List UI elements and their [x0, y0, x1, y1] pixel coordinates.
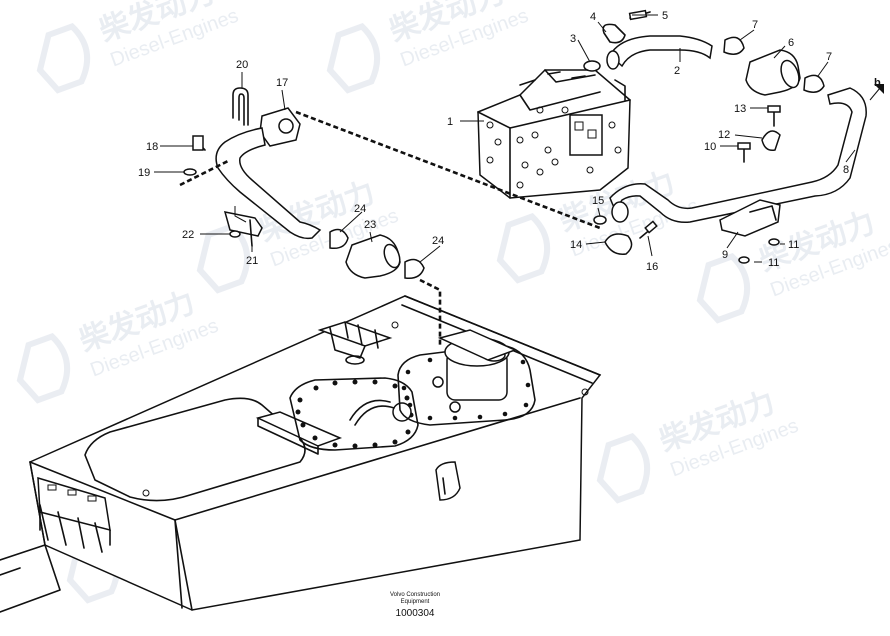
pipe-assembly-left	[183, 87, 425, 280]
callout-1: 1	[447, 116, 453, 128]
footer: Volvo Construction Equipment 1000304	[370, 592, 460, 619]
callout-5: 5	[662, 10, 668, 22]
callout-21: 21	[246, 255, 258, 267]
callout-6: 6	[788, 37, 794, 49]
callout-2: 2	[674, 65, 680, 77]
callout-20: 20	[236, 59, 248, 71]
callout-23: 23	[364, 219, 376, 231]
callout-19: 19	[138, 167, 150, 179]
callout-22: 22	[182, 229, 194, 241]
callout-3: 3	[570, 33, 576, 45]
document-number: 1000304	[395, 608, 435, 619]
leader-lines	[154, 14, 884, 263]
connection-lines	[179, 110, 601, 345]
callout-4: 4	[590, 11, 596, 23]
arrow-b-icon	[874, 84, 884, 94]
callout-b: b	[874, 77, 881, 89]
callout-24: 24	[354, 203, 366, 215]
callout-15: 15	[592, 195, 604, 207]
callout-9: 9	[722, 249, 728, 261]
callout-labels: 1 2 3 4 5 6 7 7 8 9 10 11 11 12 13 14 15…	[138, 10, 881, 273]
callout-7: 7	[826, 51, 832, 63]
callout-18: 18	[146, 141, 158, 153]
callout-8: 8	[843, 164, 849, 176]
brand-label: Volvo Construction Equipment	[389, 592, 441, 605]
callout-14: 14	[570, 239, 582, 251]
callout-12: 12	[718, 129, 730, 141]
control-valve	[477, 69, 631, 199]
callout-11: 11	[768, 257, 779, 269]
callout-16: 16	[646, 261, 658, 273]
pipe-assembly-top	[583, 9, 867, 264]
callout-24: 24	[432, 235, 444, 247]
hydraulic-tank	[0, 295, 602, 613]
callout-17: 17	[276, 77, 288, 89]
callout-10: 10	[704, 141, 716, 153]
callout-7: 7	[752, 19, 758, 31]
callout-11: 11	[788, 239, 799, 251]
callout-13: 13	[734, 103, 746, 115]
